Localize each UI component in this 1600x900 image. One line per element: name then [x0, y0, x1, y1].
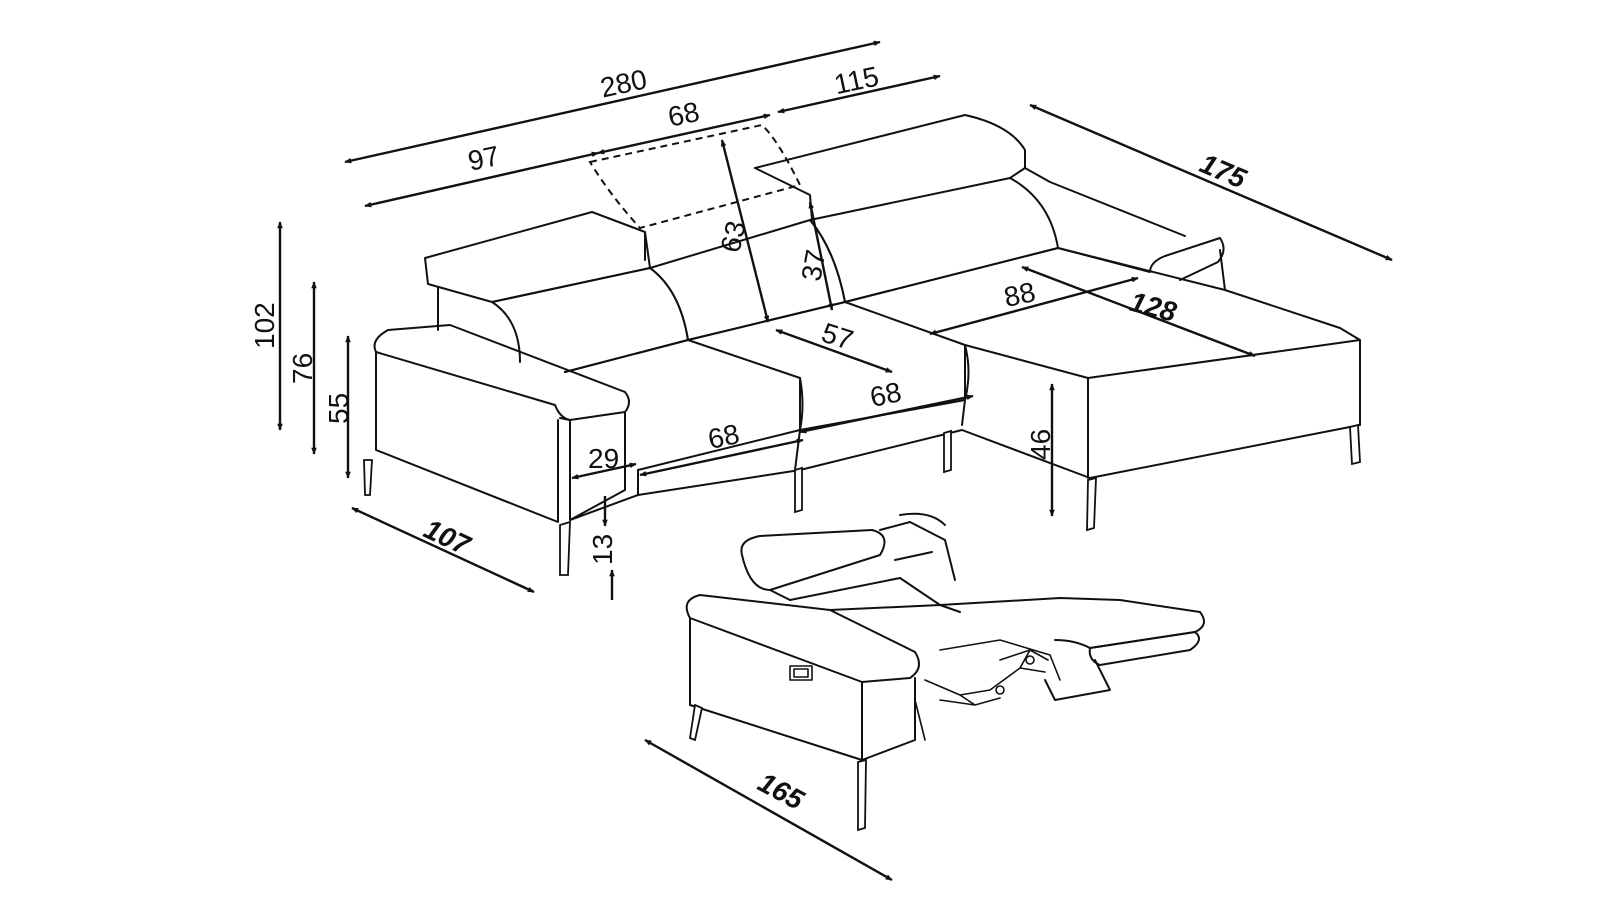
dim-seat-section-left-label: 97	[465, 140, 502, 177]
chaise-armrest	[1057, 237, 1225, 281]
dim-depth-chaise-label: 175	[1195, 148, 1251, 195]
dim-height-back-label: 76	[287, 353, 318, 384]
left-headrest	[424, 211, 651, 303]
dim-total-width-label: 280	[597, 63, 649, 103]
corner-sofa-drawing	[363, 114, 1361, 576]
dim-seat-depth-label: 57	[818, 317, 857, 356]
dim-chaise-width-label: 115	[831, 61, 881, 101]
recliner-mechanism	[924, 649, 1049, 706]
dim-headrest-height-label: 37	[796, 247, 832, 283]
dimension-lines	[277, 40, 1393, 882]
dim-seat-width-2-label: 68	[867, 376, 904, 413]
dim-leg-height-label: 13	[587, 534, 618, 565]
recliner-usb-port	[789, 665, 813, 681]
dim-seat-height-label: 46	[1025, 429, 1056, 460]
dim-height-max-label: 102	[249, 302, 280, 349]
left-backrest	[491, 267, 689, 373]
right-headrest	[754, 114, 1026, 221]
dim-chaise-inner-depth-label: 88	[1001, 276, 1038, 313]
dim-seat-width-1-label: 68	[705, 418, 742, 455]
dim-headrest-extended-label: 63	[715, 218, 752, 255]
dim-armrest-width-label: 29	[588, 443, 619, 474]
chaise-seat	[844, 247, 1361, 479]
middle-headrest-raised	[588, 123, 802, 230]
left-armrest	[373, 324, 630, 421]
recliner-drawing	[685, 512, 1205, 832]
recliner-seat	[829, 597, 1205, 649]
dim-chaise-length-label: 128	[1127, 286, 1181, 328]
left-armrest-side	[375, 351, 559, 523]
dim-depth-reclined-label: 165	[753, 766, 809, 816]
dim-middle-seat-label: 68	[665, 96, 702, 133]
dimension-labels: 280 97 68 115 175 63 37 88 128 57 68 68 …	[249, 61, 1251, 816]
recliner-backrest	[789, 577, 961, 613]
recliner-headrest	[740, 529, 886, 591]
dim-depth-sofa-label: 107	[419, 513, 476, 561]
recliner-footrest	[1088, 631, 1200, 666]
recliner-side-panel	[689, 617, 863, 761]
sofa-front-base	[637, 429, 1091, 496]
dim-height-arm-label: 55	[323, 393, 354, 424]
recliner-armrest	[685, 594, 920, 683]
